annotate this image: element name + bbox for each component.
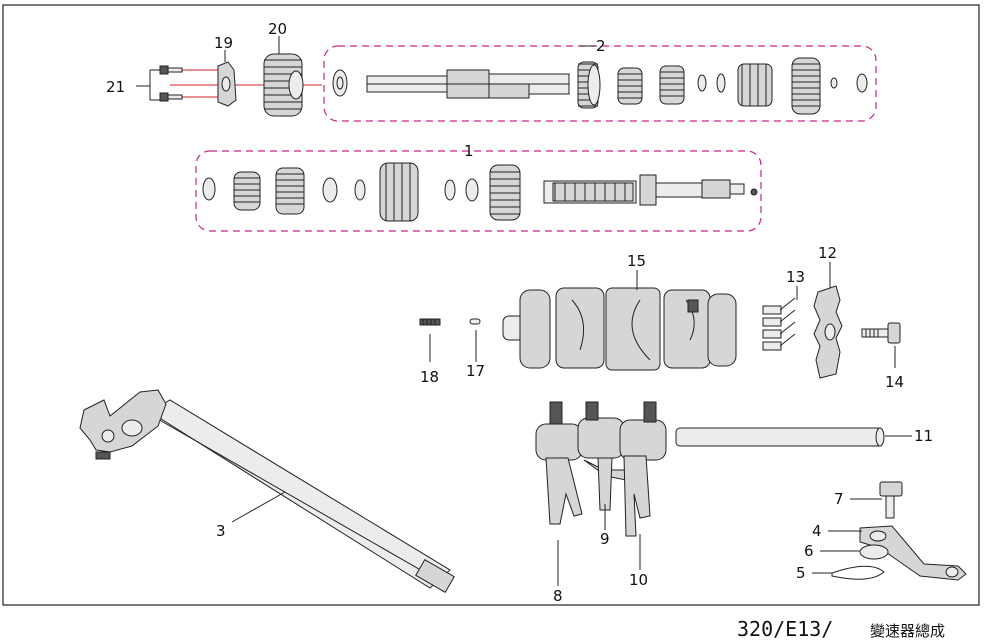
output-gear-2	[617, 67, 643, 105]
drawing-frame	[2, 4, 980, 606]
drum-pins-13	[762, 297, 796, 351]
callout-17: 17	[466, 362, 485, 380]
figure-title: 變速器總成	[870, 622, 945, 640]
callout-15: 15	[627, 252, 646, 270]
group-1-main-shaft-assembly	[195, 150, 762, 232]
output-gear-5	[791, 57, 821, 115]
main-gear-2	[275, 167, 305, 215]
callout-5: 5	[796, 564, 806, 582]
spring-18	[419, 318, 441, 326]
callout-14: 14	[885, 373, 904, 391]
group-1-outline	[195, 150, 762, 232]
callout-11: 11	[914, 427, 933, 445]
main-gear-4	[489, 164, 521, 221]
callout-10: 10	[629, 571, 648, 589]
drum-star-plate-12	[813, 285, 843, 379]
group-2-output-shaft-assembly	[323, 45, 877, 122]
callout-6: 6	[804, 542, 814, 560]
callout-labels: 2 19 20 21 1 15 13 12 14 18 17 3 8 9 10 …	[106, 20, 933, 605]
output-gear-4	[737, 63, 773, 107]
gearshift-arm	[79, 389, 167, 453]
bolt-upper	[159, 65, 183, 75]
shift-fork-8	[535, 401, 583, 525]
output-gear-1	[577, 61, 601, 109]
figure-footer: 320/E13/ 變速器總成	[737, 617, 945, 641]
drive-sprocket	[263, 53, 304, 117]
callout-1: 1	[464, 142, 474, 160]
main-gear-3	[379, 162, 419, 222]
linkage-group	[831, 481, 967, 581]
callout-12: 12	[818, 244, 837, 262]
leader-lines	[136, 36, 912, 586]
callout-4: 4	[812, 522, 822, 540]
figure-code: 320/E13/	[737, 617, 833, 641]
callout-2: 2	[596, 37, 606, 55]
callout-13: 13	[786, 268, 805, 286]
output-gear-3	[659, 65, 685, 105]
drum-pin-17	[469, 318, 481, 325]
callout-3: 3	[216, 522, 226, 540]
spring-5	[831, 565, 885, 580]
bolt-lower	[159, 92, 183, 102]
callout-18: 18	[420, 368, 439, 386]
shift-fork-10	[619, 401, 667, 537]
callout-19: 19	[214, 34, 233, 52]
bolt-7	[879, 481, 903, 519]
gearshift-shaft	[79, 389, 455, 593]
callout-8: 8	[553, 587, 563, 605]
callout-7: 7	[834, 490, 844, 508]
shift-fork-9	[577, 401, 633, 511]
drive-sprocket-group	[159, 53, 322, 117]
washer-6	[859, 544, 889, 560]
fork-shaft	[675, 427, 885, 447]
drum-bolt-14	[861, 322, 901, 344]
group-2-outline	[323, 45, 877, 122]
main-gear-1	[233, 171, 261, 211]
shift-drum	[502, 287, 737, 371]
callout-9: 9	[600, 530, 610, 548]
callout-21: 21	[106, 78, 125, 96]
callout-20: 20	[268, 20, 287, 38]
